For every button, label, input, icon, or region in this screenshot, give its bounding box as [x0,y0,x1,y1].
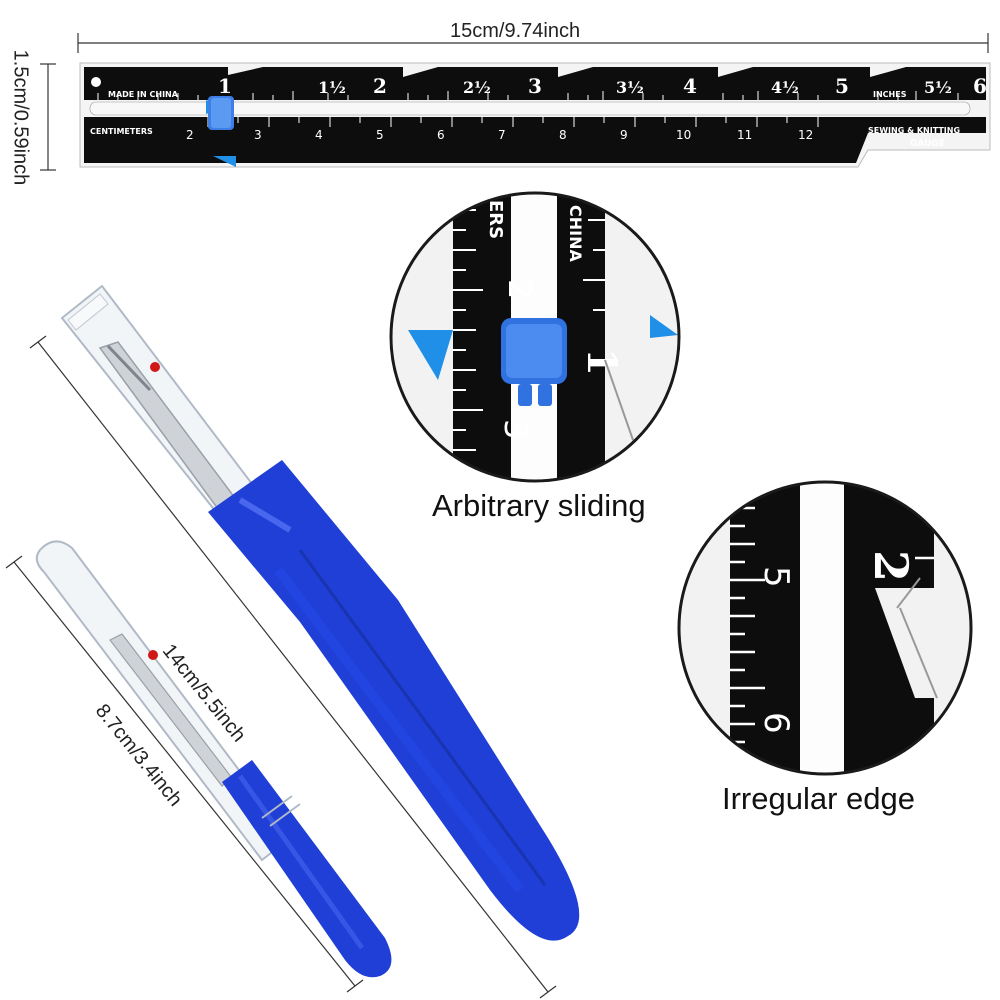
gauge-height-dimension: 1.5cm/0.59inch [0,50,60,185]
slide-arrow-left [408,330,453,380]
zoom-label-china: CHINA [566,205,585,262]
brand-line1: SEWING & KNITTING [868,126,960,135]
sliding-caption: Arbitrary sliding [432,488,646,523]
large-ripper-dimension-line [29,335,557,999]
sewing-gauge: 1 1½ 2 2½ 3 3½ 4 4½ 5 5½ 6 2 3 4 5 6 7 8… [79,62,991,168]
inch-label: 1½ [318,78,346,97]
large-seam-ripper [29,284,580,999]
cm-ticks [207,117,819,127]
inches-label: INCHES [873,90,907,99]
zoom-slider-block [501,318,567,406]
inch-label: 6 [973,74,987,98]
cm-label: 7 [498,128,506,142]
inch-label: 5½ [924,78,952,97]
zoom-number: 6 [756,712,796,734]
centimeters-label: CENTIMETERS [90,127,153,136]
hanging-hole [91,77,101,87]
inch-label: 3 [528,74,542,98]
edge-caption: Irregular edge [722,781,916,816]
cm-label: 8 [559,128,567,142]
gauge-width-dimension: 15cm/9.74inch [70,18,1000,58]
cm-label: 5 [376,128,384,142]
small-ripper-dimension-line [5,555,364,993]
cm-label: 6 [437,128,445,142]
sliding-zoom-circle: ERS CHINA 2 3 1 [389,191,681,483]
inch-label: 5 [835,74,849,98]
ripper-red-ball [148,650,158,660]
zoom-inch-mark: 2 [864,550,918,582]
inch-label: 2 [373,74,387,98]
gauge-length-label: 15cm/9.74inch [450,20,581,42]
gauge-slider[interactable] [206,96,236,167]
inch-label: 1 [218,74,232,98]
zoom-inch-mark: 1 [578,348,625,376]
inch-ticks [97,91,959,100]
cm-label: 2 [186,128,194,142]
cm-label: 12 [798,128,813,142]
cm-label: 9 [620,128,628,142]
inch-label: 2½ [463,78,491,97]
ripper-red-ball [150,362,160,372]
brand-line2: GAUGE [910,139,945,149]
zoom-number: 2 [501,279,539,299]
inch-label: 4 [683,74,697,98]
dimension-line-vertical [40,63,56,171]
cm-label: 3 [254,128,262,142]
zoom-label-ers: ERS [485,200,506,239]
zoom-number: 3 [497,419,535,439]
inch-label: 4½ [771,78,799,97]
cm-label: 11 [737,128,752,142]
gauge-height-label: 1.5cm/0.59inch [9,49,32,186]
slide-arrow-right [650,315,678,338]
cm-label: 10 [676,128,691,142]
cm-label: 4 [315,128,323,142]
dimension-line [77,33,989,53]
inch-label: 3½ [616,78,644,97]
small-seam-ripper [5,540,392,993]
made-in-label: MADE IN CHINA [108,90,179,99]
zoom-number: 5 [756,566,796,588]
edge-zoom-circle: 5 6 2 [677,480,973,776]
